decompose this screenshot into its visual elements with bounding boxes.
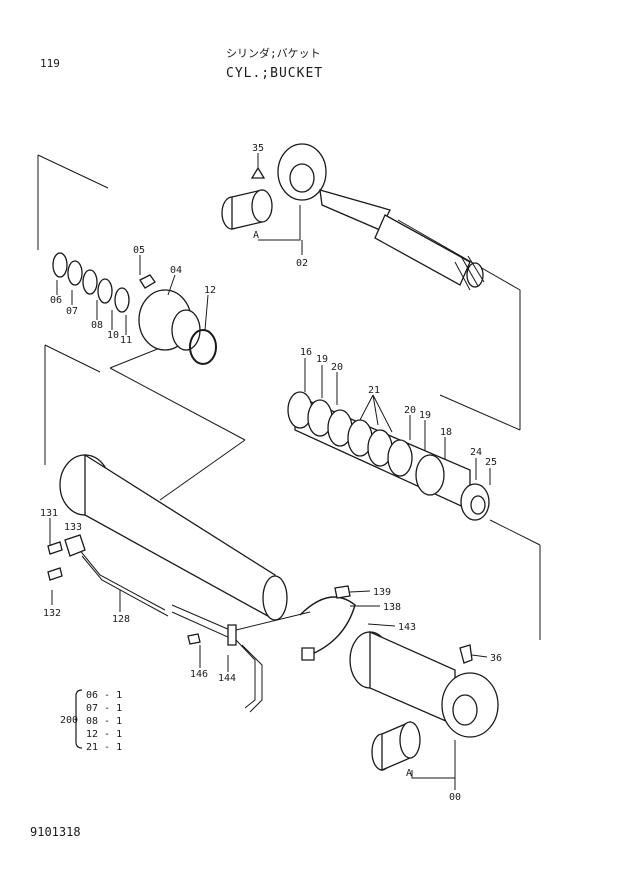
callout-139: 139 bbox=[373, 587, 391, 598]
piston-assembly bbox=[287, 391, 490, 521]
callout-07: 07 bbox=[66, 306, 78, 317]
cylinder-head bbox=[138, 274, 201, 351]
grease-fitting-35 bbox=[250, 166, 266, 179]
callout-19-lower: 19 bbox=[419, 410, 431, 421]
callout-16: 16 bbox=[300, 347, 312, 358]
kit-item: 07 - 1 bbox=[86, 703, 122, 714]
kit-table: 200 06 - 1 07 - 1 08 - 1 12 - 1 21 - 1 bbox=[60, 690, 122, 753]
callout-128: 128 bbox=[112, 614, 130, 625]
callout-18: 18 bbox=[440, 427, 452, 438]
cylinder-bottom bbox=[349, 630, 499, 738]
callout-04: 04 bbox=[170, 265, 182, 276]
callout-133: 133 bbox=[64, 522, 82, 533]
kit-item: 21 - 1 bbox=[86, 742, 122, 753]
callout-143: 143 bbox=[398, 622, 416, 633]
kit-item: 06 - 1 bbox=[86, 690, 122, 701]
guide-lines bbox=[37, 154, 541, 640]
callout-02: 02 bbox=[296, 258, 308, 269]
kit-item: 12 - 1 bbox=[86, 729, 122, 740]
kit-item: 08 - 1 bbox=[86, 716, 122, 727]
callout-36: 36 bbox=[490, 653, 502, 664]
callout-146: 146 bbox=[190, 669, 208, 680]
callout-12: 12 bbox=[204, 285, 216, 296]
callout-132: 132 bbox=[43, 608, 61, 619]
pipe-128 bbox=[64, 534, 263, 713]
seal-rings bbox=[52, 252, 130, 313]
bushing-rod bbox=[221, 189, 273, 230]
band-clamp bbox=[299, 585, 356, 661]
bolts bbox=[47, 541, 201, 645]
callout-19-upper: 19 bbox=[316, 354, 328, 365]
callout-06: 06 bbox=[50, 295, 62, 306]
callout-labels: 35 A 02 05 04 12 06 07 08 10 11 16 19 20… bbox=[40, 143, 502, 803]
callout-35: 35 bbox=[252, 143, 264, 154]
callout-24: 24 bbox=[470, 447, 482, 458]
piston-rod bbox=[277, 143, 485, 291]
callout-10: 10 bbox=[107, 330, 119, 341]
callout-a-rod: A bbox=[253, 230, 259, 241]
o-ring-12 bbox=[189, 329, 217, 365]
callout-138: 138 bbox=[383, 602, 401, 613]
callout-20-upper: 20 bbox=[331, 362, 343, 373]
kit-label: 200 bbox=[60, 715, 78, 726]
title-japanese: シリンダ;バケット bbox=[226, 47, 321, 60]
bushing-bottom bbox=[371, 721, 421, 771]
callout-11: 11 bbox=[120, 335, 132, 346]
document-code: 9101318 bbox=[30, 825, 81, 839]
callout-25: 25 bbox=[485, 457, 497, 468]
callout-144: 144 bbox=[218, 673, 236, 684]
callout-08: 08 bbox=[91, 320, 103, 331]
cylinder-tube bbox=[59, 453, 288, 622]
title-english: CYL.;BUCKET bbox=[226, 66, 324, 81]
leader-lines bbox=[49, 153, 491, 790]
page-number: 119 bbox=[40, 57, 60, 70]
callout-20-lower: 20 bbox=[404, 405, 416, 416]
callout-131: 131 bbox=[40, 508, 58, 519]
callout-05: 05 bbox=[133, 245, 145, 256]
grease-fitting-36 bbox=[459, 644, 473, 664]
callout-a-bottom: A bbox=[406, 768, 412, 779]
callout-00: 00 bbox=[449, 792, 461, 803]
callout-21: 21 bbox=[368, 385, 380, 396]
